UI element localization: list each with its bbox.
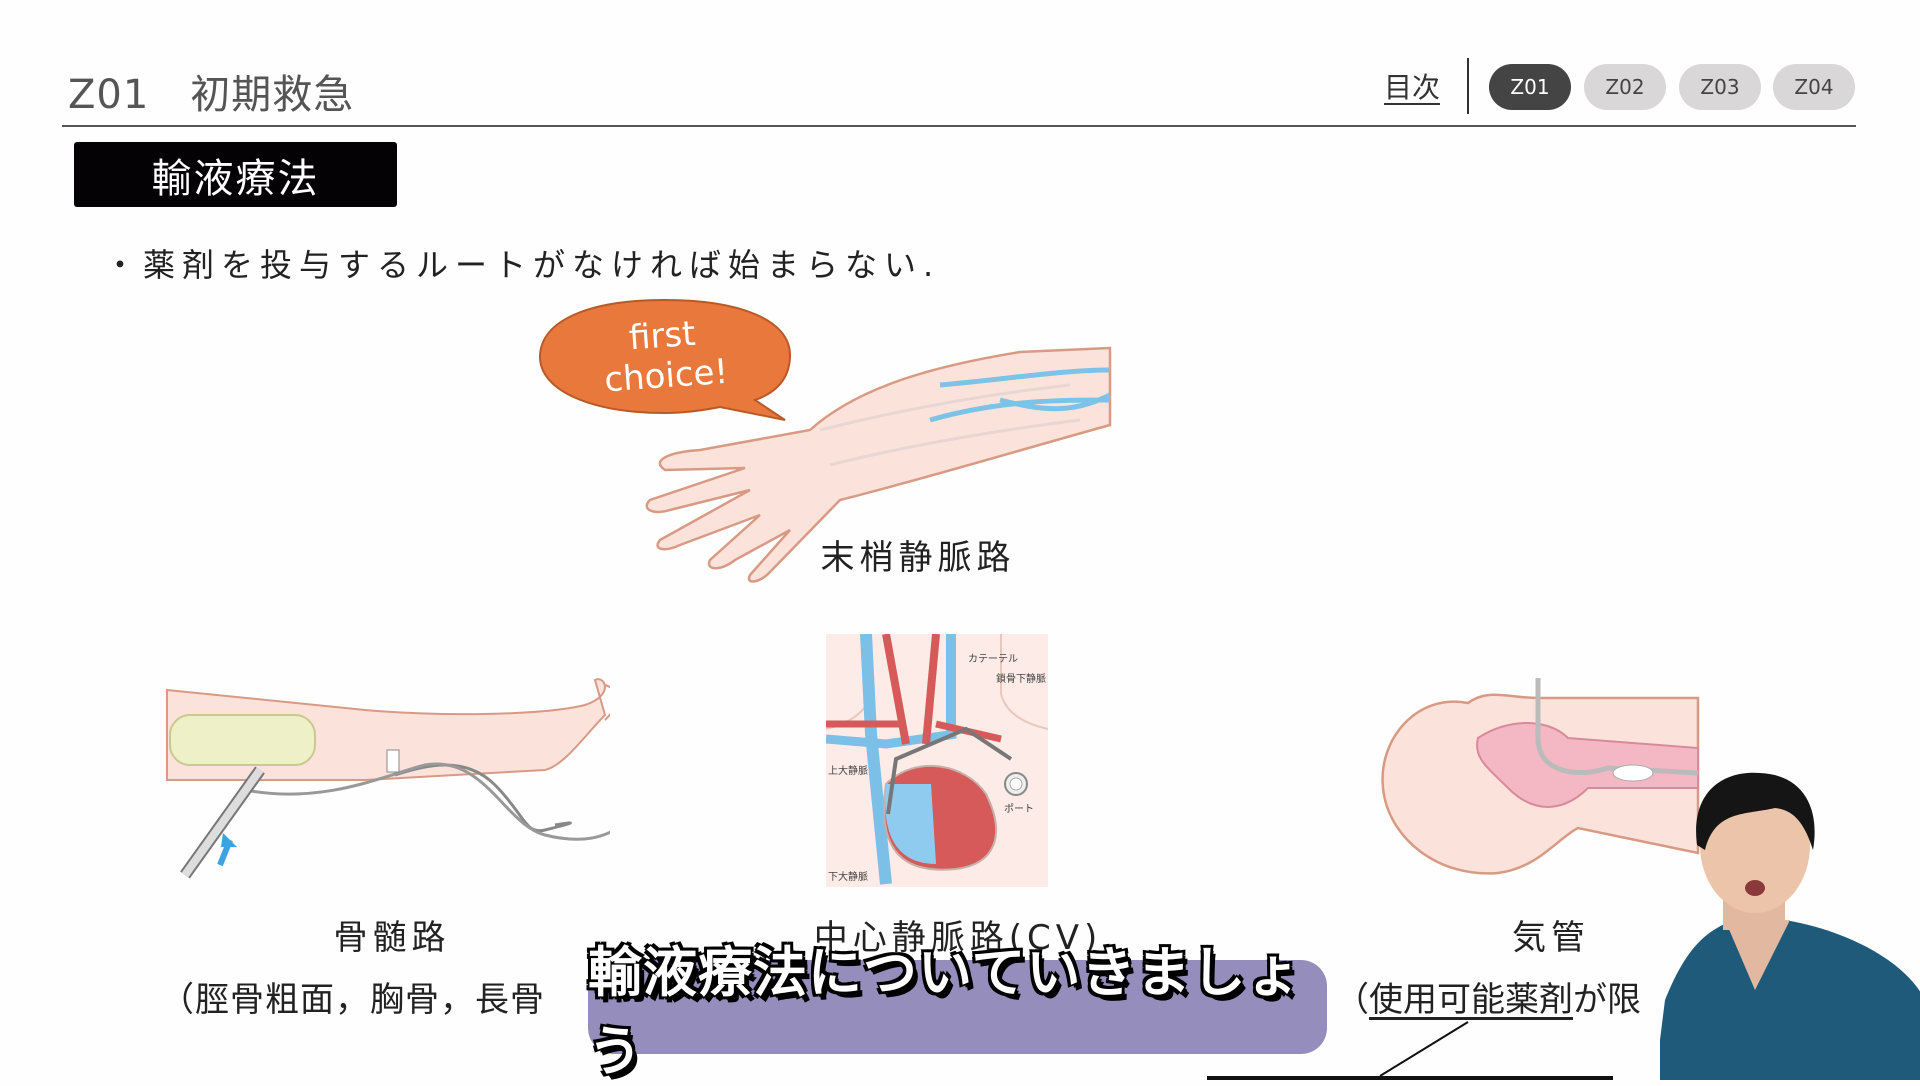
tab-z04[interactable]: Z04 [1773,64,1855,110]
label-trachea: 気管 [1512,918,1590,958]
cv-label-catheter: カテーテル [968,653,1018,665]
tab-z02[interactable]: Z02 [1584,64,1666,110]
trachea-note: （使用可能薬剤が限 [1335,980,1641,1020]
cv-label-port: ポート [1004,803,1034,815]
bubble-text-line1: first [628,314,697,359]
label-peripheral-iv: 末梢静脈路 [820,538,1016,578]
tab-z03[interactable]: Z03 [1679,64,1761,110]
nav-divider [1467,58,1469,114]
trachea-note-underlined: 使用可能薬剤 [1369,980,1573,1020]
bubble-text-line2: choice! [603,352,729,401]
header-divider [62,125,1856,127]
page-title: Z01 初期救急 [68,72,355,118]
presenter-video [1660,772,1920,1080]
leg-intraosseous-illustration [166,678,610,879]
video-subtitle: 輸液療法についていきましょう [587,940,1327,1085]
central-venous-diagram: カテーテル 鎖骨下静脈 上大静脈 ポート 下大静脈 [826,634,1048,887]
toc-link[interactable]: 目次 [1384,71,1441,104]
cv-label-ivc: 下大静脈 [828,870,868,883]
subtitle-text: 輸液療法についていきましょう [587,940,1302,1085]
tab-z01[interactable]: Z01 [1489,64,1571,110]
arm-illustration [645,346,1112,583]
section-heading: 輸液療法 [74,142,397,207]
callout-connector [1207,1021,1613,1080]
label-central-venous: 中心静脈路(CV) [813,918,1103,958]
speech-bubble: first choice! [538,298,792,421]
trachea-illustration [1381,678,1700,875]
label-intraosseous: 骨髄路 [333,918,451,958]
cv-label-subclavian: 鎖骨下静脈 [996,672,1046,685]
trachea-note-rest: が限 [1573,980,1641,1020]
intraosseous-sites: （脛骨粗面，胸骨，長骨 [160,980,545,1020]
bullet-text: ・薬剤を投与するルートがなければ始まらない. [104,246,941,284]
cv-label-svc: 上大静脈 [828,764,868,777]
